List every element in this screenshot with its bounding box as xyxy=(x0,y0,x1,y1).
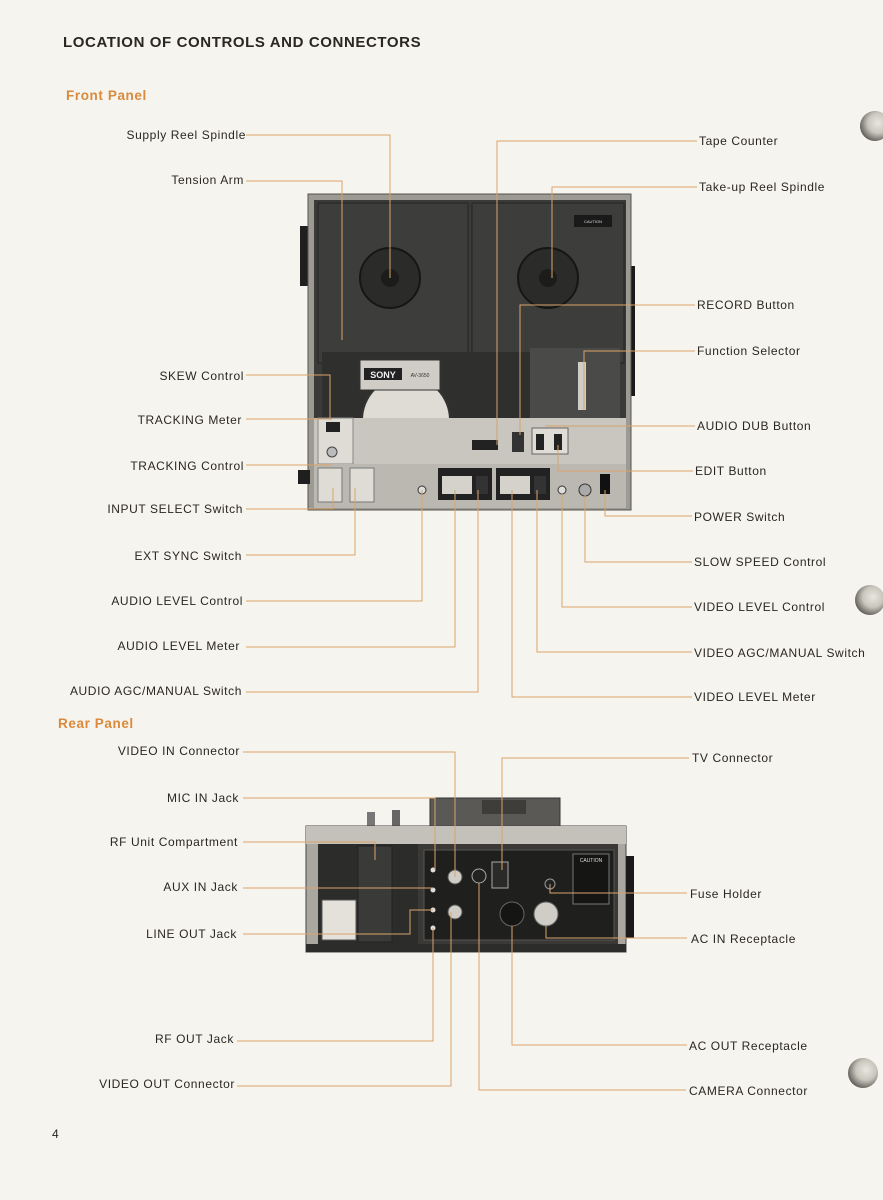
label-audio-level-control: AUDIO LEVEL Control xyxy=(111,594,243,608)
label-fuse-holder: Fuse Holder xyxy=(690,887,762,901)
label-audio-dub-button: AUDIO DUB Button xyxy=(697,419,812,433)
label-aux-in-jack: AUX IN Jack xyxy=(163,880,238,894)
label-input-select-switch: INPUT SELECT Switch xyxy=(107,502,243,516)
label-tv-connector: TV Connector xyxy=(692,751,774,765)
label-video-out-connector: VIDEO OUT Connector xyxy=(99,1077,235,1091)
page-number: 4 xyxy=(52,1127,59,1141)
label-audio-agc-manual-switch: AUDIO AGC/MANUAL Switch xyxy=(69,684,242,698)
front-panel-heading: Front Panel xyxy=(66,88,147,103)
label-camera-connector: CAMERA Connector xyxy=(689,1084,808,1098)
label-ext-sync-switch: EXT SYNC Switch xyxy=(134,549,242,563)
front-panel-device: CAUTION SONY AV-3650 xyxy=(298,193,635,511)
label-video-in-connector: VIDEO IN Connector xyxy=(117,744,240,758)
label-tracking-control: TRACKING Control xyxy=(130,459,244,473)
label-mic-in-jack: MIC IN Jack xyxy=(167,791,239,805)
label-tape-counter: Tape Counter xyxy=(699,134,779,148)
label-audio-level-meter: AUDIO LEVEL Meter xyxy=(117,639,240,653)
front-caution-plate: CAUTION xyxy=(584,219,602,224)
binder-hole-top xyxy=(860,111,883,141)
label-ac-out-receptacle: AC OUT Receptacle xyxy=(689,1039,808,1053)
label-edit-button: EDIT Button xyxy=(695,464,767,478)
device-model: AV-3650 xyxy=(411,373,430,379)
label-supply-reel-spindle: Supply Reel Spindle xyxy=(126,128,246,142)
label-video-agc-manual-switch: VIDEO AGC/MANUAL Switch xyxy=(694,646,866,660)
label-record-button: RECORD Button xyxy=(697,298,795,312)
label-rf-out-jack: RF OUT Jack xyxy=(154,1032,234,1046)
label-skew-control: SKEW Control xyxy=(159,369,244,383)
label-tracking-meter: TRACKING Meter xyxy=(137,413,242,427)
rear-panel-heading: Rear Panel xyxy=(58,716,134,731)
label-take-up-reel-spindle: Take-up Reel Spindle xyxy=(699,180,826,194)
label-ac-in-receptacle: AC IN Receptacle xyxy=(691,932,796,946)
label-function-selector: Function Selector xyxy=(697,344,801,358)
page-title: LOCATION OF CONTROLS AND CONNECTORS xyxy=(63,34,422,51)
label-video-level-meter: VIDEO LEVEL Meter xyxy=(694,690,816,704)
label-power-switch: POWER Switch xyxy=(694,510,786,524)
label-slow-speed-control: SLOW SPEED Control xyxy=(694,555,827,569)
binder-hole-bottom xyxy=(848,1058,878,1088)
rear-caution-plate: CAUTION xyxy=(580,858,603,864)
label-rf-unit-compartment: RF Unit Compartment xyxy=(109,835,238,849)
label-video-level-control: VIDEO LEVEL Control xyxy=(694,600,826,614)
label-line-out-jack: LINE OUT Jack xyxy=(146,927,237,941)
binder-hole-middle xyxy=(855,585,883,615)
device-brand: SONY xyxy=(370,370,396,380)
rear-panel-device: CAUTION xyxy=(305,797,634,953)
label-tension-arm: Tension Arm xyxy=(171,173,244,187)
